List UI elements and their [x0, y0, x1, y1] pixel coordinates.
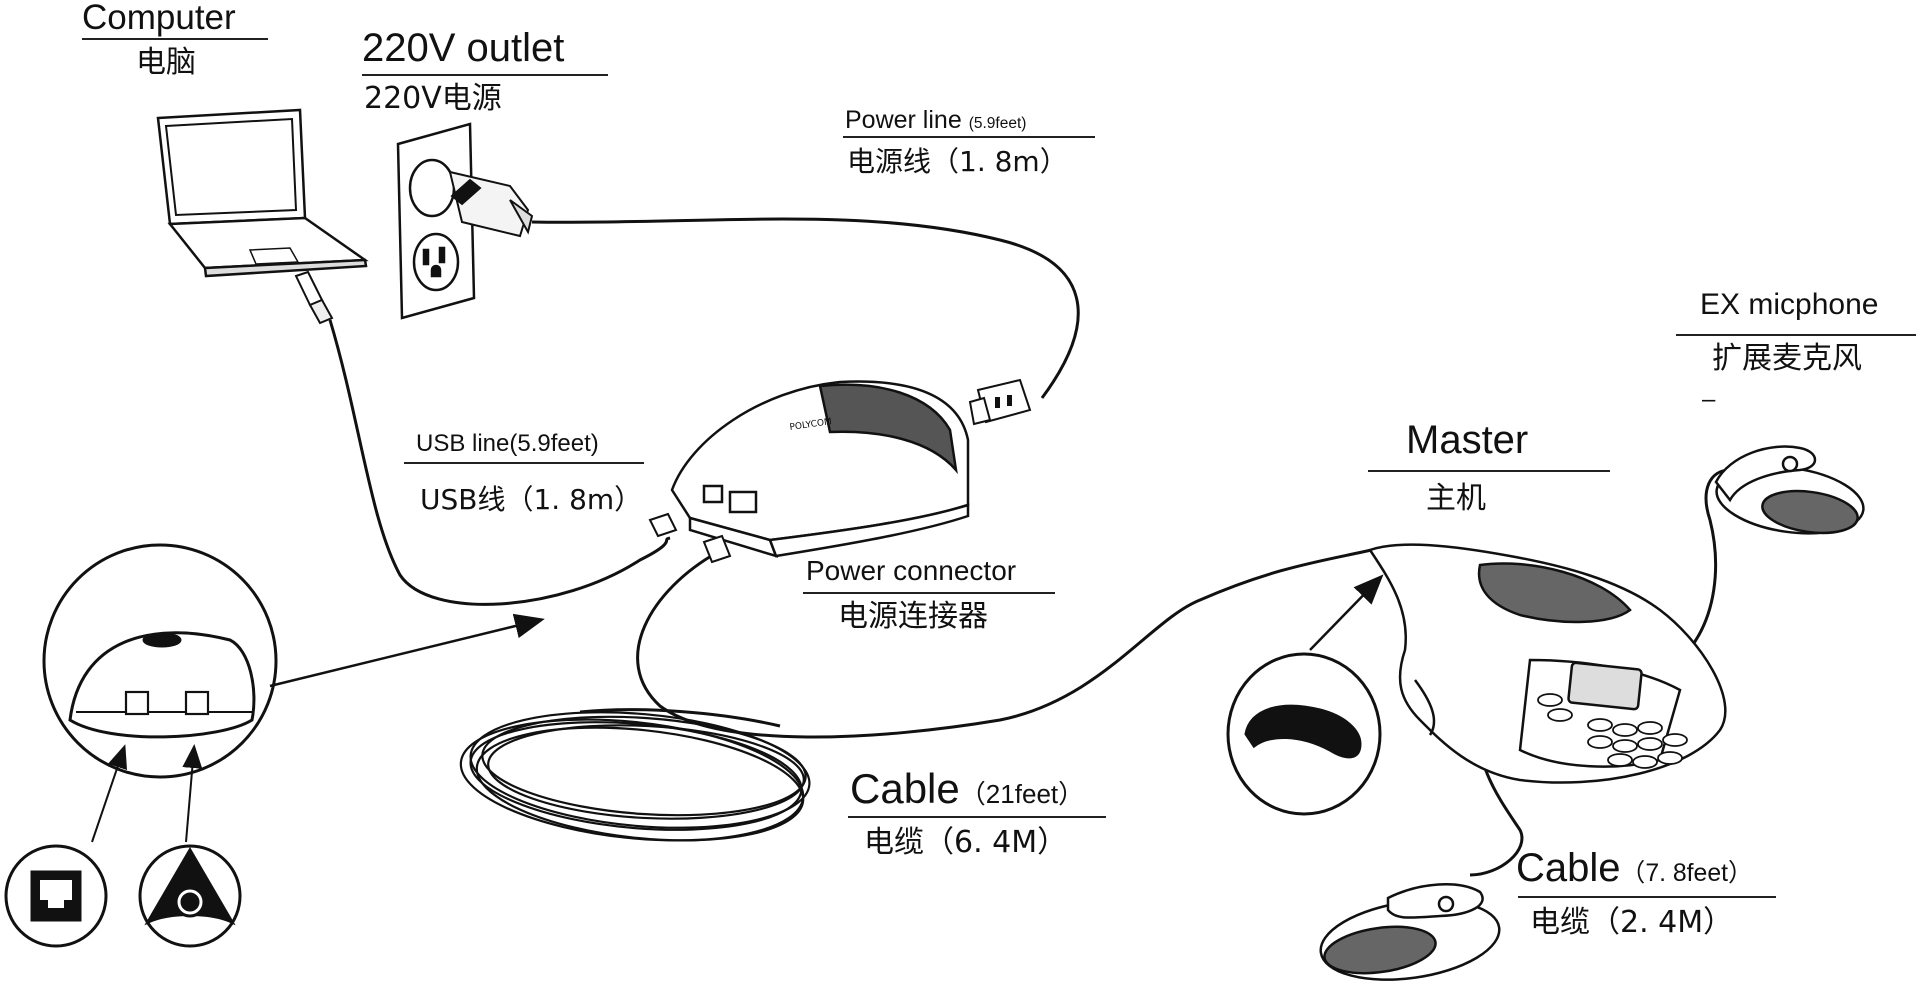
- outlet-label: 220V outlet: [362, 26, 565, 70]
- usb-line-rule: [404, 462, 644, 464]
- microphone-symbol-icon: [138, 844, 242, 948]
- power-inlet-icon: [968, 378, 1032, 426]
- usb-line-label-zh: USB线（1. 8m）: [420, 483, 643, 516]
- cable-end-arrow: [1309, 574, 1384, 651]
- ex-mic-label-zh: 扩展麦克风: [1712, 341, 1862, 376]
- usb-plug-icon: [294, 270, 334, 325]
- master-rule: [1368, 470, 1610, 472]
- power-line-rule: [843, 136, 1095, 138]
- master-label: Master: [1406, 418, 1529, 462]
- cable-end-icon: [1226, 652, 1382, 816]
- computer-label-zh: 电脑: [136, 45, 196, 80]
- ex-mic-label: EX micphone: [1700, 288, 1879, 321]
- rj-plug-icon: [648, 512, 732, 564]
- outlet-rule: [362, 74, 608, 76]
- rj-jack-icon: [4, 844, 108, 948]
- extension-microphone-icon: [1319, 883, 1501, 981]
- main-cable: [636, 546, 1381, 739]
- computer-rule: [82, 38, 268, 40]
- cable-ext-rule: [1518, 896, 1776, 898]
- cable-main-note: （21feet）: [959, 779, 1085, 809]
- power-connector-box-icon: POLYCOM: [670, 380, 970, 558]
- cable-main-rule: [848, 816, 1106, 818]
- ex-mic-rule: [1676, 334, 1916, 336]
- cable-ext-label: Cable（7. 8feet）: [1516, 848, 1753, 888]
- cable-main-label: Cable（21feet）: [850, 768, 1084, 810]
- power-connector-label: Power connector: [806, 555, 1017, 586]
- mic-arrow: [182, 744, 203, 843]
- usb-line-label: USB line(5.9feet): [416, 430, 599, 457]
- power-line-label: Power line (5.9feet): [845, 108, 1026, 133]
- power-connector-label-zh: 电源连接器: [838, 599, 988, 634]
- cable-coil-icon: [459, 708, 811, 842]
- cable-main-label-zh: 电缆（6. 4M）: [864, 825, 1068, 860]
- port-zoom-icon: [42, 543, 278, 779]
- ext-mic-cable-top: [1678, 468, 1731, 662]
- ex-mic-dash: –: [1702, 386, 1716, 413]
- cable-main-text: Cable: [850, 765, 960, 812]
- rj-arrow: [91, 744, 128, 843]
- cable-ext-label-zh: 电缆（2. 4M）: [1530, 905, 1734, 940]
- cable-ext-note: （7. 8feet）: [1620, 860, 1753, 887]
- power-connector-rule: [803, 592, 1055, 594]
- power-line-text: Power line: [845, 106, 962, 134]
- zoom-arrow: [269, 613, 545, 688]
- usb-line-cable: [328, 319, 671, 606]
- power-line-note: (5.9feet): [968, 115, 1027, 132]
- power-line-label-zh: 电源线（1. 8m）: [847, 145, 1068, 178]
- keypad-icon: [1537, 693, 1688, 769]
- laptop-icon: [156, 108, 369, 278]
- power-line-cable: [531, 217, 1080, 399]
- extension-microphone-icon: [1714, 445, 1865, 535]
- master-label-zh: 主机: [1426, 481, 1486, 516]
- cable-ext-text: Cable: [1516, 846, 1621, 890]
- conference-phone-icon: [1368, 543, 1727, 784]
- computer-label: Computer: [82, 0, 236, 37]
- power-plug-icon: [448, 170, 534, 238]
- outlet-label-zh: 220V电源: [364, 81, 502, 116]
